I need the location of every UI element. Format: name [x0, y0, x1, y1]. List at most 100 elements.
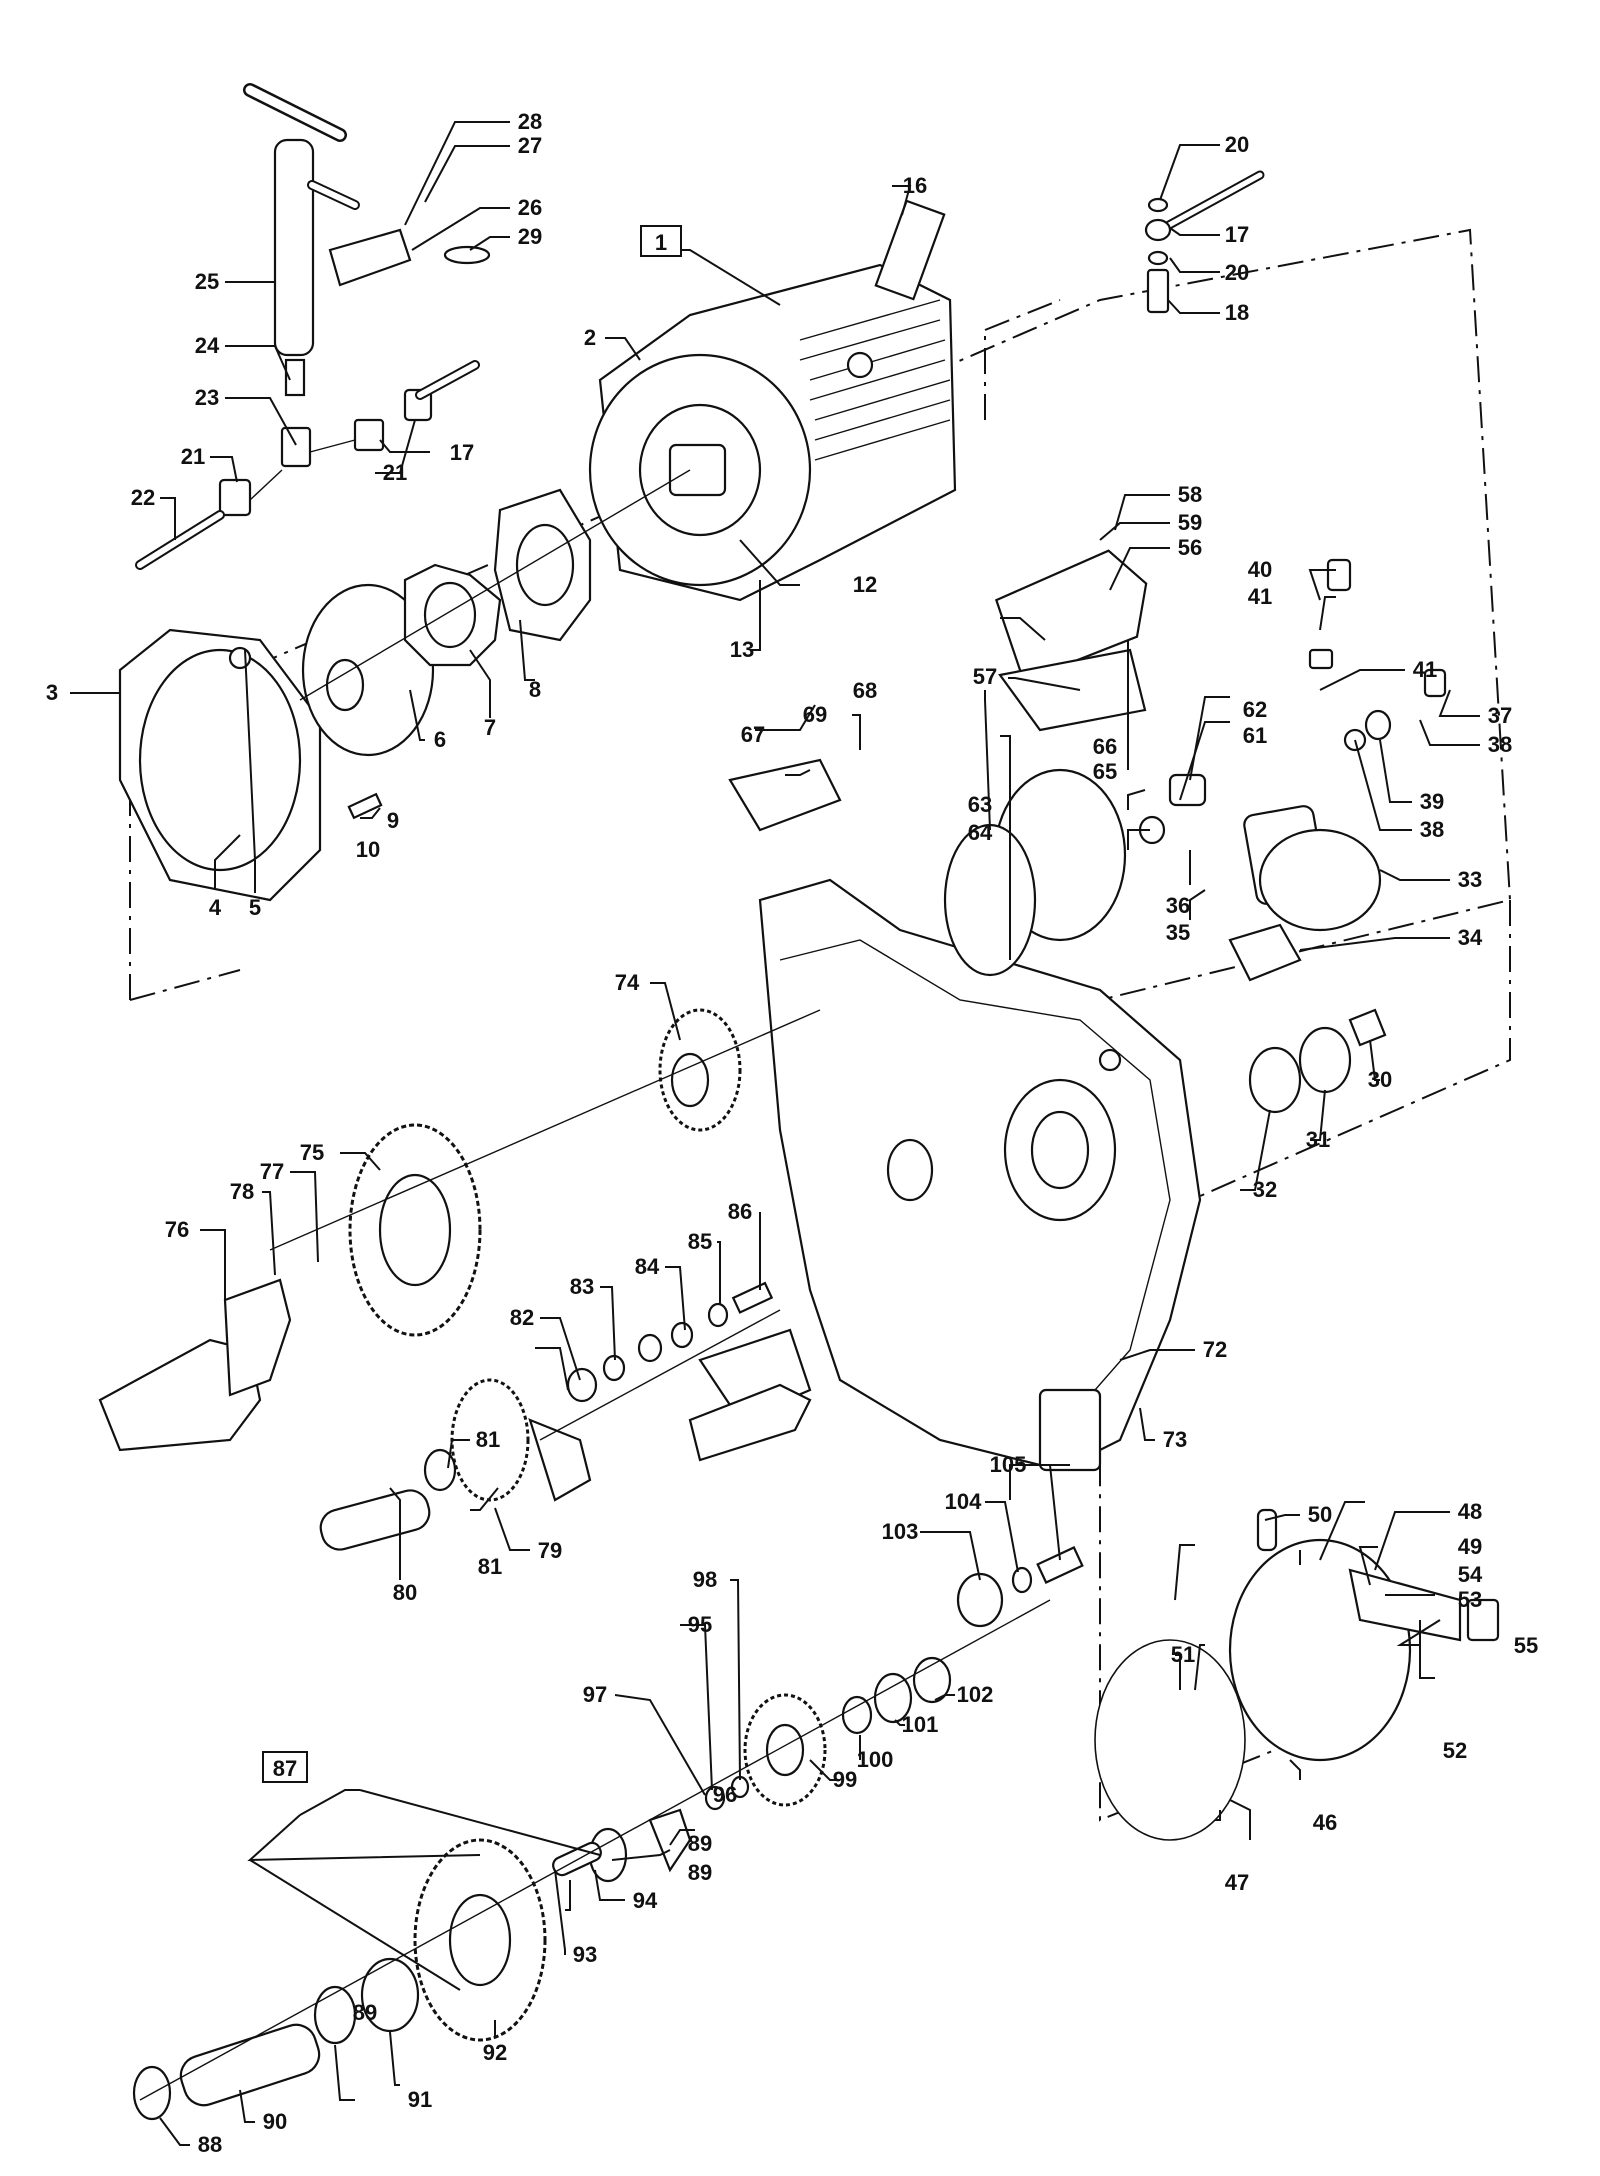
gear-housing [698, 878, 1202, 1472]
fitting-assembly [1144, 170, 1265, 314]
label-20b: 20 [1225, 260, 1249, 285]
label-37: 37 [1488, 703, 1512, 728]
label-29: 29 [518, 224, 542, 249]
label-17b: 17 [450, 440, 474, 465]
label-93: 93 [573, 1942, 597, 1967]
label-74: 74 [615, 970, 640, 995]
right-side-parts [728, 549, 1500, 1841]
label-36: 36 [1166, 893, 1190, 918]
label-89b: 89 [353, 2000, 377, 2025]
label-68: 68 [853, 678, 877, 703]
label-12: 12 [853, 572, 877, 597]
callout-box-1 [640, 225, 682, 257]
label-62: 62 [1243, 697, 1267, 722]
label-50: 50 [1308, 1502, 1332, 1527]
label-16: 16 [903, 173, 927, 198]
boxed-callouts [262, 225, 682, 1783]
label-52: 52 [1443, 1738, 1467, 1763]
label-41a: 41 [1248, 584, 1272, 609]
label-34: 34 [1458, 925, 1483, 950]
label-86: 86 [728, 1199, 752, 1224]
label-24: 24 [195, 333, 220, 358]
label-25: 25 [195, 269, 219, 294]
label-80: 80 [393, 1580, 417, 1605]
label-49: 49 [1458, 1534, 1482, 1559]
label-91: 91 [408, 2087, 432, 2112]
label-13: 13 [730, 637, 754, 662]
label-41b: 41 [1413, 657, 1437, 682]
label-104: 104 [945, 1489, 982, 1514]
motor-housing [588, 199, 957, 602]
label-48: 48 [1458, 1499, 1482, 1524]
label-47: 47 [1225, 1870, 1249, 1895]
part-labels: 1 2 3 4 5 6 7 8 9 10 12 13 16 17 17 18 2… [46, 109, 1538, 2157]
label-40: 40 [1248, 557, 1272, 582]
label-58: 58 [1178, 482, 1202, 507]
label-82: 82 [510, 1305, 534, 1330]
label-38b: 38 [1420, 817, 1444, 842]
label-89a: 89 [688, 1831, 712, 1856]
label-53: 53 [1458, 1587, 1482, 1612]
label-99: 99 [833, 1767, 857, 1792]
label-90: 90 [263, 2109, 287, 2134]
label-94: 94 [633, 1888, 658, 1913]
label-89c: 89 [688, 1860, 712, 1885]
label-78: 78 [230, 1179, 254, 1204]
label-22: 22 [131, 485, 155, 510]
label-23: 23 [195, 385, 219, 410]
label-88: 88 [198, 2132, 222, 2157]
label-6: 6 [434, 727, 446, 752]
label-81b: 81 [478, 1554, 502, 1579]
label-101: 101 [902, 1712, 939, 1737]
label-81a: 81 [476, 1427, 500, 1452]
label-73: 73 [1163, 1427, 1187, 1452]
label-39: 39 [1420, 789, 1444, 814]
label-18: 18 [1225, 300, 1249, 325]
label-46: 46 [1313, 1810, 1337, 1835]
label-85: 85 [688, 1229, 712, 1254]
label-27: 27 [518, 133, 542, 158]
label-72: 72 [1203, 1337, 1227, 1362]
label-100: 100 [857, 1747, 894, 1772]
label-17a: 17 [1225, 222, 1249, 247]
label-57: 57 [973, 664, 997, 689]
label-9: 9 [387, 808, 399, 833]
label-54: 54 [1458, 1562, 1483, 1587]
hand-pump-assembly [135, 83, 491, 570]
label-56: 56 [1178, 535, 1202, 560]
label-64: 64 [968, 820, 993, 845]
label-77: 77 [260, 1159, 284, 1184]
leader-lines [70, 121, 1480, 2146]
label-21a: 21 [181, 444, 205, 469]
callout-box-87 [262, 1751, 308, 1783]
label-59: 59 [1178, 510, 1202, 535]
label-28: 28 [518, 109, 542, 134]
label-7: 7 [484, 715, 496, 740]
label-102: 102 [957, 1682, 994, 1707]
label-3: 3 [46, 680, 58, 705]
label-105: 105 [990, 1452, 1027, 1477]
label-38a: 38 [1488, 732, 1512, 757]
label-20a: 20 [1225, 132, 1249, 157]
label-21b: 21 [383, 460, 407, 485]
label-4: 4 [209, 895, 222, 920]
label-32: 32 [1253, 1177, 1277, 1202]
label-92: 92 [483, 2040, 507, 2065]
label-65: 65 [1093, 759, 1117, 784]
label-98: 98 [693, 1567, 717, 1592]
label-76: 76 [165, 1217, 189, 1242]
coupling-cover-and-parts [118, 469, 691, 902]
label-26: 26 [518, 195, 542, 220]
label-63: 63 [968, 792, 992, 817]
label-69: 69 [803, 702, 827, 727]
label-5: 5 [249, 895, 261, 920]
label-10: 10 [356, 837, 380, 862]
label-103: 103 [882, 1519, 919, 1544]
label-2: 2 [584, 325, 596, 350]
label-8: 8 [529, 677, 541, 702]
label-33: 33 [1458, 867, 1482, 892]
label-35: 35 [1166, 920, 1190, 945]
label-75: 75 [300, 1140, 324, 1165]
label-51: 51 [1171, 1642, 1195, 1667]
